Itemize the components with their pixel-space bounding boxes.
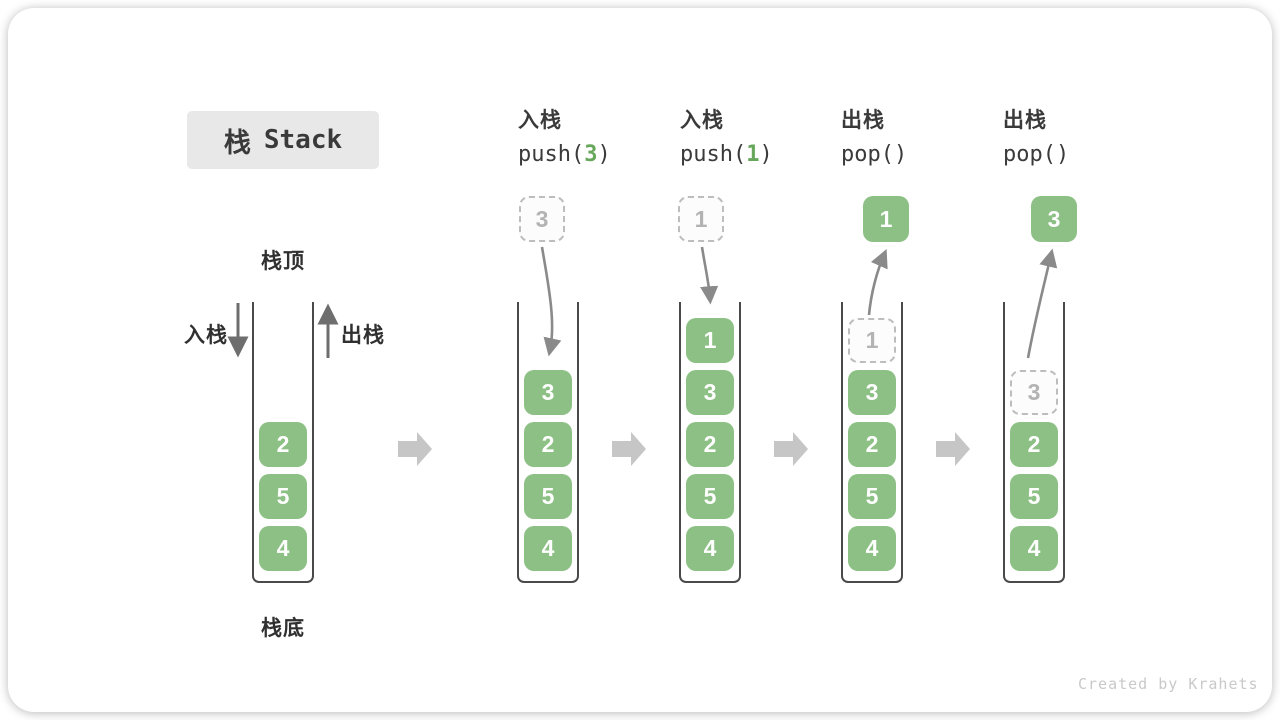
operation-code-pre: pop( <box>1003 142 1056 167</box>
operation-code: pop() <box>1003 142 1173 167</box>
operation-label: 入栈 push(1) <box>680 104 850 167</box>
title-zh: 栈 <box>223 127 251 158</box>
operation-code-arg: 3 <box>584 142 598 167</box>
incoming-block: 3 <box>519 196 565 242</box>
operation-code: pop() <box>841 142 1011 167</box>
pop-direction-label: 出栈 <box>341 324 385 347</box>
stack-container: 1 3 2 5 4 <box>679 302 741 583</box>
stack-top-label: 栈顶 <box>261 250 305 273</box>
stack-block: 5 <box>259 474 307 519</box>
ghost-block: 3 <box>1010 370 1058 415</box>
stack-block: 3 <box>524 370 572 415</box>
stack-container: 3 2 5 4 <box>517 302 579 583</box>
operation-code-post: ) <box>1055 142 1070 167</box>
operation-code-post: ) <box>597 142 611 167</box>
incoming-block: 1 <box>678 196 724 242</box>
operation-code-post: ) <box>759 142 773 167</box>
operation-code-pre: push( <box>518 142 585 167</box>
operation-code: push(1) <box>680 142 850 167</box>
stack-block: 2 <box>524 422 572 467</box>
operation-code-pre: push( <box>680 142 747 167</box>
operation-label: 入栈 push(3) <box>518 104 688 167</box>
operation-label-zh: 入栈 <box>680 109 724 132</box>
operation-code-pre: pop( <box>841 142 894 167</box>
stack-block: 2 <box>686 422 734 467</box>
stack-block: 4 <box>848 526 896 571</box>
operation-label: 出栈 pop() <box>841 104 1011 167</box>
stack-container: 2 5 4 <box>252 302 314 583</box>
popped-block: 1 <box>863 196 909 242</box>
stack-block: 5 <box>686 474 734 519</box>
stack-block: 2 <box>259 422 307 467</box>
stack-block: 5 <box>1010 474 1058 519</box>
stack-container: 1 3 2 5 4 <box>841 302 903 583</box>
stack-block: 5 <box>524 474 572 519</box>
stack-block: 4 <box>1010 526 1058 571</box>
stack-block: 2 <box>1010 422 1058 467</box>
stack-block: 4 <box>686 526 734 571</box>
push-direction-label: 入栈 <box>184 324 228 347</box>
operation-code-post: ) <box>893 142 908 167</box>
stack-block: 3 <box>848 370 896 415</box>
operation-code: push(3) <box>518 142 688 167</box>
watermark: Created by Krahets <box>1078 675 1259 693</box>
stack-container: 3 2 5 4 <box>1003 302 1065 583</box>
operation-label-zh: 出栈 <box>841 109 885 132</box>
stack-block: 2 <box>848 422 896 467</box>
operation-label-zh: 出栈 <box>1003 109 1047 132</box>
operation-label: 出栈 pop() <box>1003 104 1173 167</box>
stack-block: 5 <box>848 474 896 519</box>
popped-block: 3 <box>1031 196 1077 242</box>
title-box: 栈 Stack <box>187 111 379 169</box>
stack-block: 1 <box>686 318 734 363</box>
stack-bottom-label: 栈底 <box>261 617 305 640</box>
title-en: Stack <box>263 125 343 155</box>
stack-block: 4 <box>259 526 307 571</box>
operation-label-zh: 入栈 <box>518 109 562 132</box>
stack-block: 4 <box>524 526 572 571</box>
ghost-block: 1 <box>848 318 896 363</box>
stack-block: 3 <box>686 370 734 415</box>
operation-code-arg: 1 <box>746 142 760 167</box>
